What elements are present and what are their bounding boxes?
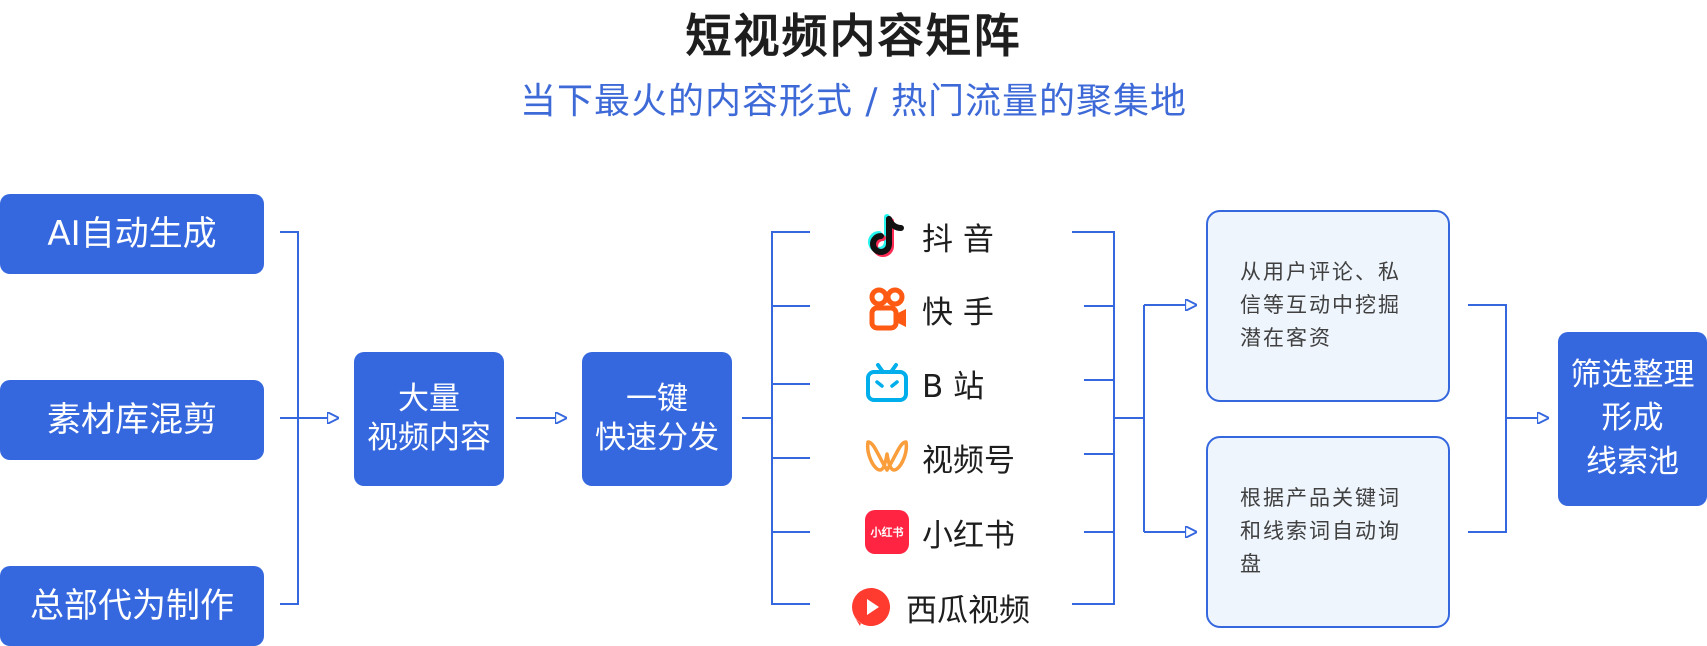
- source-label: AI自动生成: [47, 213, 217, 254]
- platform-name: B 站: [922, 368, 985, 405]
- insight-text: 从用户评论、私信等互动中挖掘潜在客资: [1240, 260, 1401, 350]
- bilibili-icon: [864, 360, 910, 406]
- stage-video-content: 大量 视频内容: [354, 352, 504, 486]
- source-hq-production: 总部代为制作: [0, 566, 264, 646]
- platforms-left-bracket: [771, 231, 810, 605]
- xiaohongshu-icon: 小红书: [864, 509, 910, 555]
- platform-name: 西瓜视频: [906, 592, 1030, 629]
- diagram-title: 短视频内容矩阵: [685, 9, 1022, 63]
- platform-xigua: 西瓜视频: [848, 582, 1030, 632]
- source-material-remix: 素材库混剪: [0, 380, 264, 460]
- platform-douyin: 抖 音: [864, 211, 994, 261]
- xigua-icon: [848, 584, 894, 630]
- insights-merge: [1468, 304, 1507, 533]
- stage-line: 视频内容: [367, 420, 491, 456]
- platform-bilibili: B 站: [864, 358, 984, 408]
- diagram-subtitle: 当下最火的内容形式 / 热门流量的聚集地: [519, 81, 1188, 122]
- platform-name: 小红书: [922, 517, 1015, 554]
- douyin-icon: [864, 213, 910, 259]
- platform-xiaohongshu: 小红书 小红书: [864, 507, 1015, 557]
- stage-quick-distribute: 一键 快速分发: [582, 352, 732, 486]
- platform-name: 视频号: [922, 442, 1015, 479]
- platforms-right-bracket: [1072, 231, 1115, 605]
- stage-line: 大量: [398, 381, 460, 418]
- insight-comments-dm: 从用户评论、私信等互动中挖掘潜在客资: [1206, 210, 1450, 402]
- result-line: 筛选整理: [1570, 356, 1695, 393]
- result-lead-pool: 筛选整理 形成 线索池: [1558, 332, 1707, 506]
- xiaohongshu-icon-badge: 小红书: [865, 510, 909, 554]
- source-ai-generate: AI自动生成: [0, 194, 264, 274]
- stage-line: 一键: [626, 381, 688, 418]
- kuaishou-icon: [864, 286, 910, 332]
- source-label: 总部代为制作: [30, 585, 234, 626]
- platform-channels: 视频号: [864, 432, 1015, 482]
- platform-name: 抖 音: [922, 221, 994, 258]
- platform-name: 快 手: [922, 294, 994, 331]
- source-label: 素材库混剪: [47, 399, 217, 440]
- stage-line: 快速分发: [595, 420, 719, 456]
- result-line: 线索池: [1586, 443, 1679, 480]
- channels-icon: [864, 434, 910, 480]
- insight-keyword-inquiry: 根据产品关键词和线索词自动询盘: [1206, 436, 1450, 628]
- insight-text: 根据产品关键词和线索词自动询盘: [1240, 486, 1401, 576]
- result-line: 形成: [1601, 400, 1664, 437]
- platform-kuaishou: 快 手: [864, 284, 994, 334]
